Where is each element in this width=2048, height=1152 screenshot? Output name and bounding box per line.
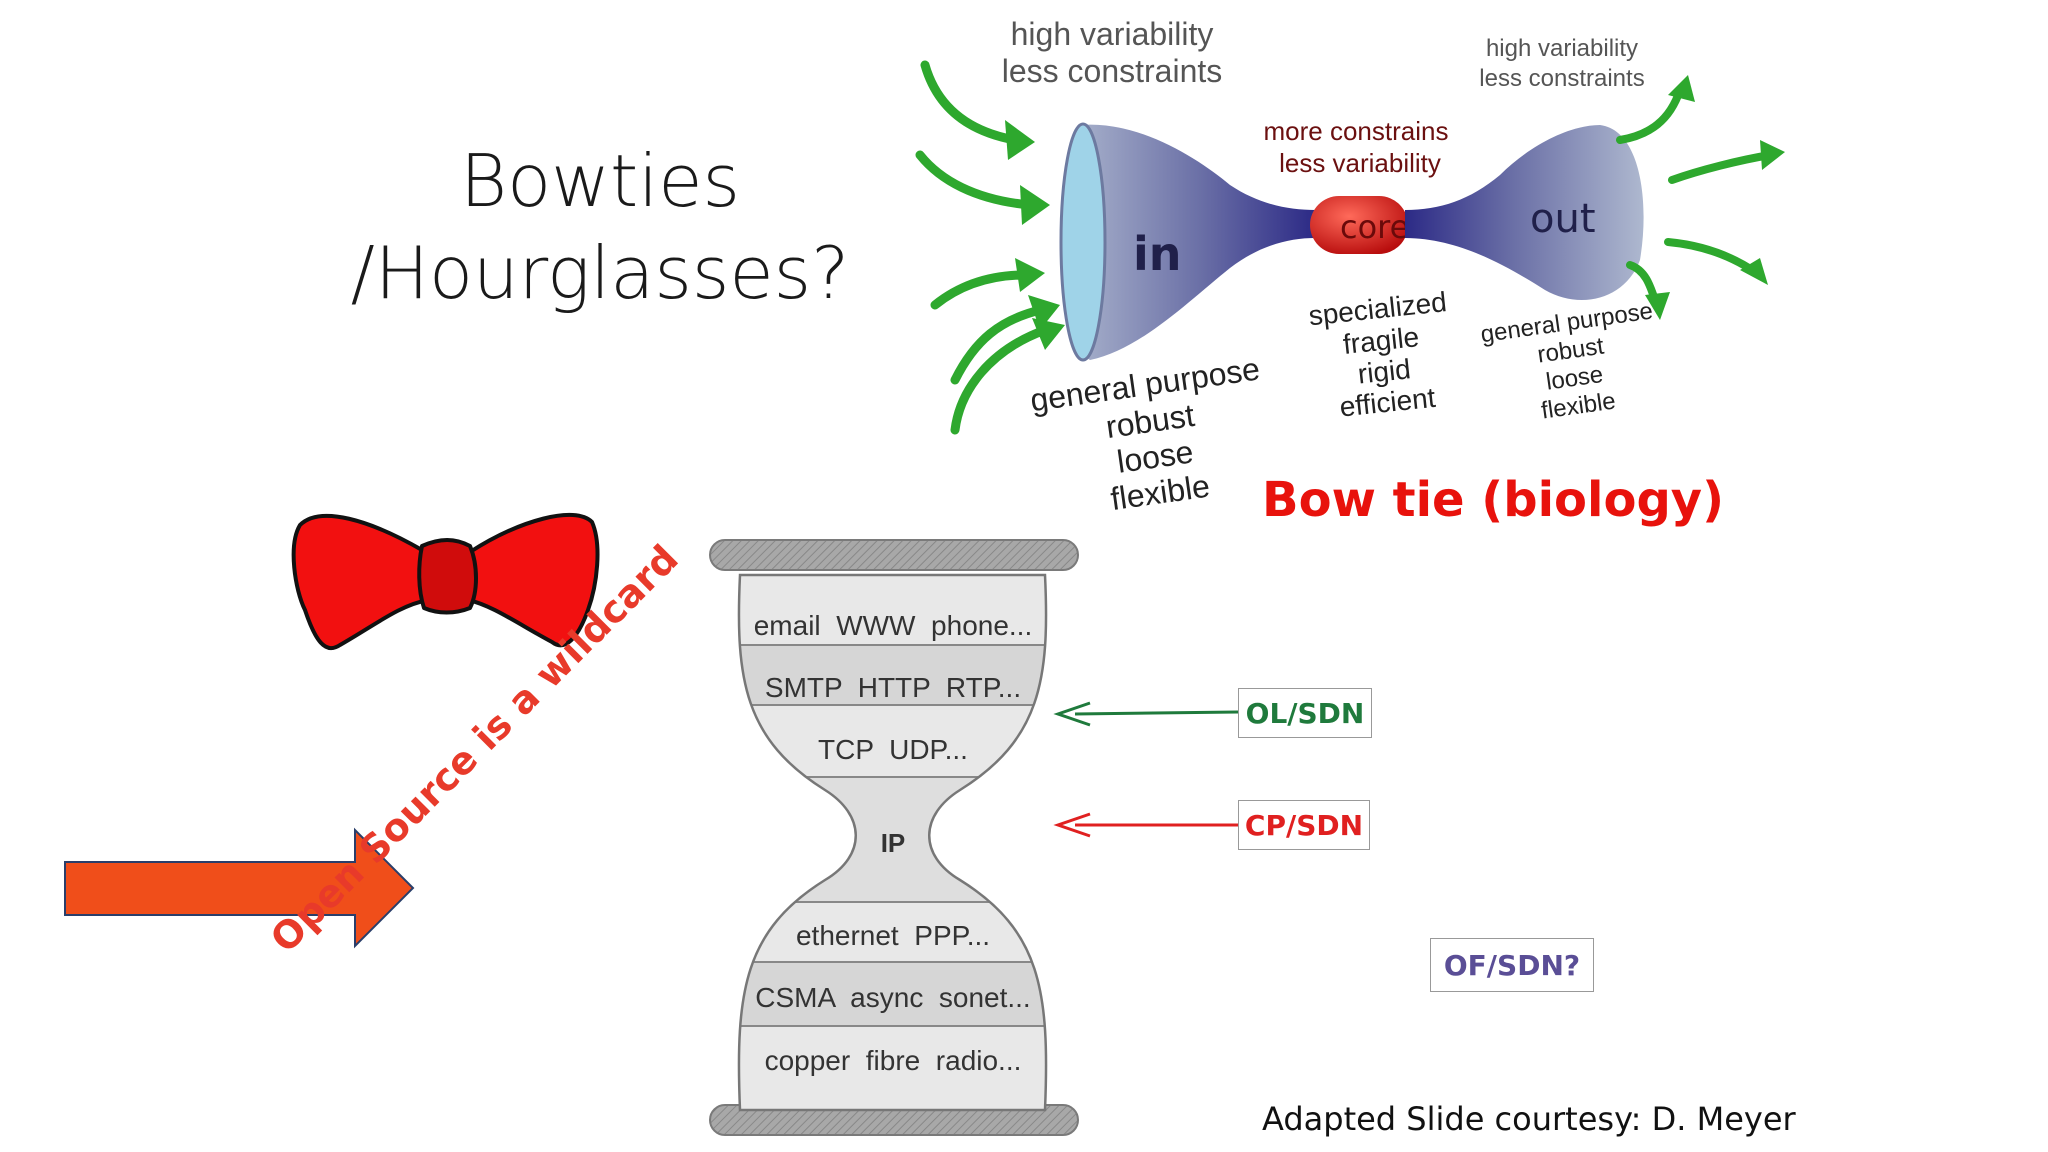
- core-label: core: [1340, 208, 1409, 246]
- core-bottom-4: efficient: [1338, 382, 1437, 423]
- of-sdn-label: OF/SDN?: [1430, 938, 1594, 992]
- core-top-line1: more constrains: [1264, 116, 1449, 146]
- input-arrowheads: [1005, 120, 1065, 350]
- in-funnel: [1061, 124, 1315, 361]
- credit-text: Adapted Slide courtesy: D. Meyer: [1262, 1100, 1796, 1138]
- layer-physical: copper fibre radio...: [765, 1045, 1022, 1076]
- layer-applications: email WWW phone...: [754, 610, 1033, 641]
- right-top-line1: high variability: [1486, 35, 1638, 62]
- cp-sdn-label: CP/SDN: [1238, 800, 1370, 850]
- output-arrowheads: [1645, 75, 1785, 320]
- out-funnel: [1405, 125, 1644, 300]
- title-line-2: /Hourglasses?: [350, 231, 850, 315]
- core-top-line2: less variability: [1279, 148, 1441, 178]
- hourglass-diagram: email WWW phone... SMTP HTTP RTP... TCP …: [709, 539, 1079, 1136]
- in-funnel-mouth: [1059, 122, 1107, 362]
- slide-title: Bowties /Hourglasses?: [300, 135, 900, 319]
- ol-sdn-label: OL/SDN: [1238, 688, 1372, 738]
- bow-tie-caption: Bow tie (biology): [1262, 472, 1725, 528]
- input-arrows: [915, 60, 1050, 435]
- layer-mac: CSMA async sonet...: [755, 982, 1030, 1013]
- bowtie-biology-diagram: in core out high variability less constr…: [915, 16, 1785, 517]
- orange-arrow: [64, 827, 415, 949]
- layer-ip: IP: [881, 828, 906, 858]
- red-bowtie-icon: [291, 513, 600, 651]
- hourglass-top-cap: [709, 539, 1079, 571]
- out-label: out: [1530, 196, 1596, 242]
- title-line-1: Bowties: [459, 139, 741, 223]
- core-bottom-3: rigid: [1356, 353, 1412, 389]
- left-top-line1: high variability: [1011, 16, 1214, 52]
- core-shape: [1310, 196, 1408, 254]
- ol-sdn-arrow: [1053, 701, 1239, 727]
- layer-app-protocols: SMTP HTTP RTP...: [765, 672, 1021, 703]
- layer-link: ethernet PPP...: [796, 920, 990, 951]
- in-label: in: [1133, 227, 1182, 281]
- layer-transport: TCP UDP...: [818, 734, 968, 765]
- left-top-line2: less constraints: [1002, 53, 1223, 89]
- right-top-line2: less constraints: [1479, 65, 1644, 92]
- cp-sdn-arrow: [1053, 812, 1238, 838]
